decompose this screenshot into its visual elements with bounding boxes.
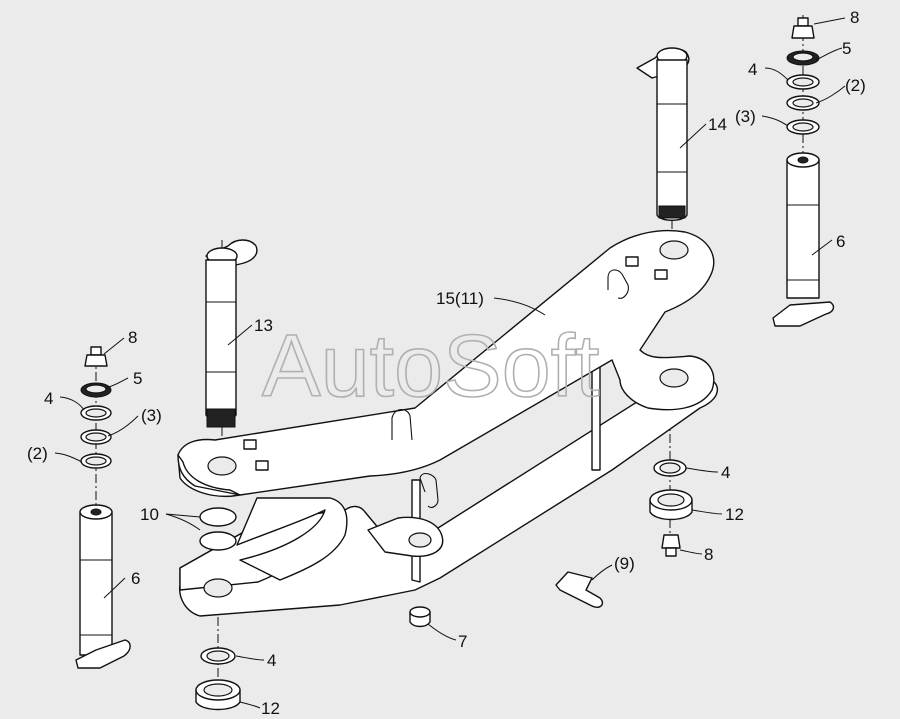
callout-2-top-right: (2) (845, 76, 866, 95)
callout-7: 7 (458, 632, 467, 651)
callout-12-bottom: 12 (261, 699, 280, 718)
callout-4-left: 4 (44, 389, 53, 408)
callout-12-right: 12 (725, 505, 744, 524)
left-upper-stack (80, 346, 112, 469)
pin-part-6-right (772, 152, 835, 327)
callout-15-11: 15(11) (436, 289, 484, 308)
watermark: AutoSoft (262, 316, 600, 415)
callout-8-right-lower: 8 (704, 545, 713, 564)
callout-13: 13 (254, 316, 273, 335)
callout-10: 10 (140, 505, 159, 524)
pin-part-14 (636, 47, 690, 221)
callout-3-left: (3) (141, 406, 162, 425)
callout-3-top-right: (3) (735, 107, 756, 126)
washers-part-10 (199, 507, 237, 551)
callout-4-top-right: 4 (748, 60, 757, 79)
pin-part-6-left (75, 504, 131, 669)
callout-4-bottom: 4 (267, 651, 276, 670)
callout-8-left: 8 (128, 328, 137, 347)
callout-6-left: 6 (131, 569, 140, 588)
right-upper-stack (786, 17, 820, 135)
clip-part-9 (555, 571, 604, 608)
callout-5-top-right: 5 (842, 39, 851, 58)
frame-part-15 (177, 229, 719, 617)
callout-5-left: 5 (133, 369, 142, 388)
right-lower-stack (649, 459, 693, 557)
callout-2-left: (2) (27, 444, 48, 463)
callout-6-right: 6 (836, 232, 845, 251)
callout-8-top-right: 8 (850, 8, 859, 27)
bottom-left-stack (195, 647, 241, 711)
callout-labels: 8 5 4 (2) (3) 14 6 15(11) 13 8 5 4 (3) (… (27, 8, 866, 718)
callout-4-right-lower: 4 (721, 463, 730, 482)
callout-9: (9) (614, 554, 635, 573)
callout-14: 14 (708, 115, 727, 134)
pin-part-13 (205, 239, 258, 428)
bushing-part-7 (409, 606, 431, 628)
leader-lines (54, 17, 846, 709)
